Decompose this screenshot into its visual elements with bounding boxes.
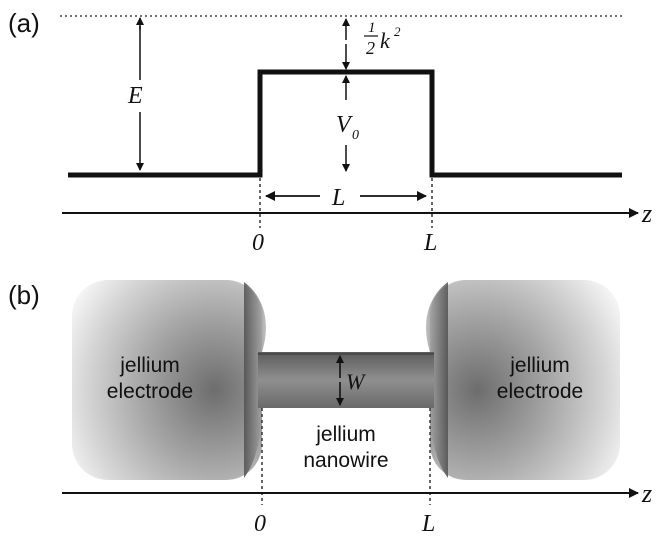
z-axis-label-a: z [641,199,652,228]
panel-a: (a) E 1 2 k 2 V 0 L z 0 L [8,8,652,256]
tick-end-b: L [421,511,435,537]
tick-origin-a: 0 [252,230,264,256]
tick-end-a: L [423,230,437,256]
left-electrode-label-line1: jellium [119,354,180,377]
kinetic-fraction-numerator: 1 [368,20,376,36]
right-electrode-label-line2: electrode [497,380,583,403]
nanowire-label-area [262,408,430,484]
width-label: W [346,369,366,394]
z-axis-label-b: z [641,479,652,508]
potential-subscript: 0 [352,128,359,143]
kinetic-symbol: k [380,28,391,53]
potential-label: V [336,112,353,138]
right-electrode-label-line1: jellium [509,354,570,377]
left-electrode-label-line2: electrode [107,380,193,403]
panel-b-label: (b) [8,280,40,310]
panel-a-label: (a) [8,8,40,38]
right-contact-neck [426,282,448,478]
left-contact-neck [244,282,266,478]
kinetic-fraction-denominator: 2 [366,38,375,58]
panel-b: (b) W jellium electrode jellium electrod… [8,280,652,537]
energy-label: E [127,83,143,109]
nanowire-label-line1: jellium [315,423,376,446]
kinetic-power: 2 [394,24,401,39]
potential-barrier [68,69,622,178]
left-electrode [72,280,262,480]
nanowire-label-line2: nanowire [303,449,388,472]
length-label: L [331,185,345,211]
right-electrode [430,280,620,480]
tick-origin-b: 0 [254,511,266,537]
nanowire [258,352,434,408]
